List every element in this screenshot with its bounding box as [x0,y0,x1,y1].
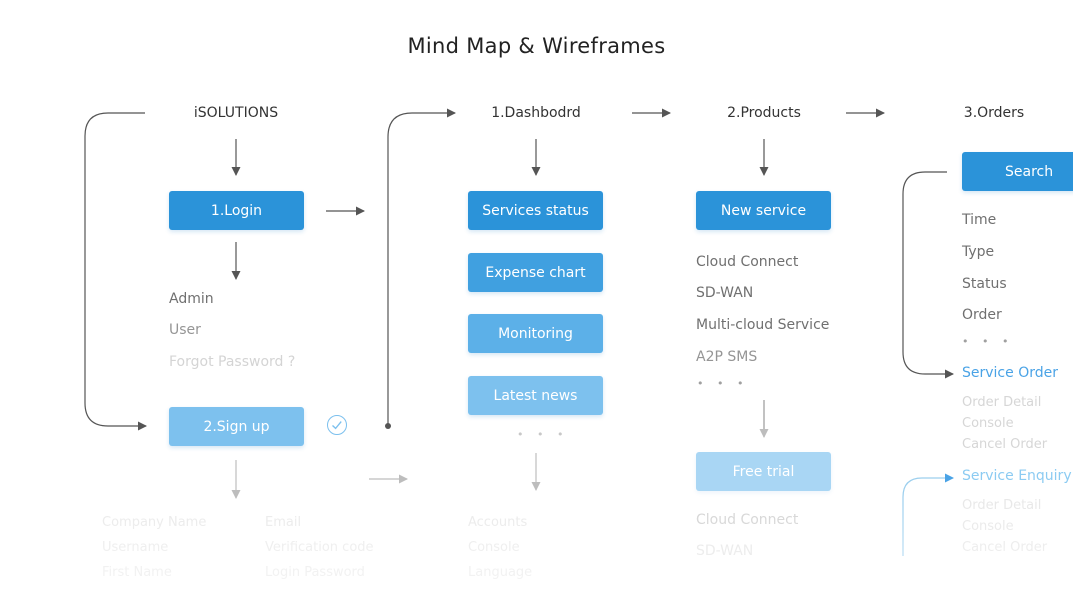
trial-item-sd-wan: SD-WAN [696,543,754,559]
service-order-console: Console [962,416,1014,431]
signup-button[interactable]: 2.Sign up [169,407,304,446]
dashboard-sub-accounts: Accounts [468,515,528,530]
monitoring-button[interactable]: Monitoring [468,314,603,353]
service-enquiry-cancel: Cancel Order [962,540,1048,555]
signup-field-company-name: Company Name [102,515,207,530]
login-item-forgot-password: Forgot Password ? [169,354,296,370]
arrow-to-service-enquiry [902,473,954,556]
product-item-multi-cloud-service: Multi-cloud Service [696,317,830,333]
free-trial-button[interactable]: Free trial [696,452,831,491]
login-button[interactable]: 1.Login [169,191,304,230]
signup-field-email: Email [265,515,302,530]
orders-more-dots: • • • [962,335,1014,348]
service-enquiry-link[interactable]: Service Enquiry [962,468,1072,484]
arrow-signup-to-dashboard [387,108,456,426]
new-service-button[interactable]: New service [696,191,831,230]
service-order-link[interactable]: Service Order [962,365,1058,381]
order-filter-status: Status [962,276,1007,292]
product-item-a2p-sms: A2P SMS [696,349,758,365]
page-title: Mind Map & Wireframes [407,34,666,58]
latest-news-button[interactable]: Latest news [468,376,603,415]
order-filter-order: Order [962,307,1002,323]
login-item-user: User [169,322,201,338]
signup-field-first-name: First Name [102,565,172,580]
expense-chart-button[interactable]: Expense chart [468,253,603,292]
dashboard-more-dots: • • • [517,428,569,441]
search-button[interactable]: Search [962,152,1073,191]
arrow-search-to-service-order [902,171,954,379]
dashboard-sub-language: Language [468,565,533,580]
header-products: 2.Products [727,105,801,121]
service-enquiry-console: Console [962,519,1014,534]
signup-field-login-password: Login Password [265,565,365,580]
login-item-admin: Admin [169,291,214,307]
service-order-cancel: Cancel Order [962,437,1048,452]
header-dashboard: 1.Dashbodrd [491,105,581,121]
order-filter-type: Type [962,244,995,260]
header-orders: 3.Orders [963,105,1025,121]
signup-field-verification-code: Verification code [265,540,374,555]
signup-field-username: Username [102,540,169,555]
product-item-sd-wan: SD-WAN [696,285,754,301]
product-item-cloud-connect: Cloud Connect [696,254,799,270]
service-enquiry-detail: Order Detail [962,498,1042,513]
arrow-root-to-signup [84,112,147,431]
order-filter-time: Time [962,212,997,228]
trial-item-cloud-connect: Cloud Connect [696,512,799,528]
dashboard-sub-console: Console [468,540,520,555]
products-more-dots: • • • [697,377,749,390]
services-status-button[interactable]: Services status [468,191,603,230]
header-isolutions: iSOLUTIONS [193,105,279,121]
service-order-detail: Order Detail [962,395,1042,410]
check-circle-icon [327,415,347,435]
